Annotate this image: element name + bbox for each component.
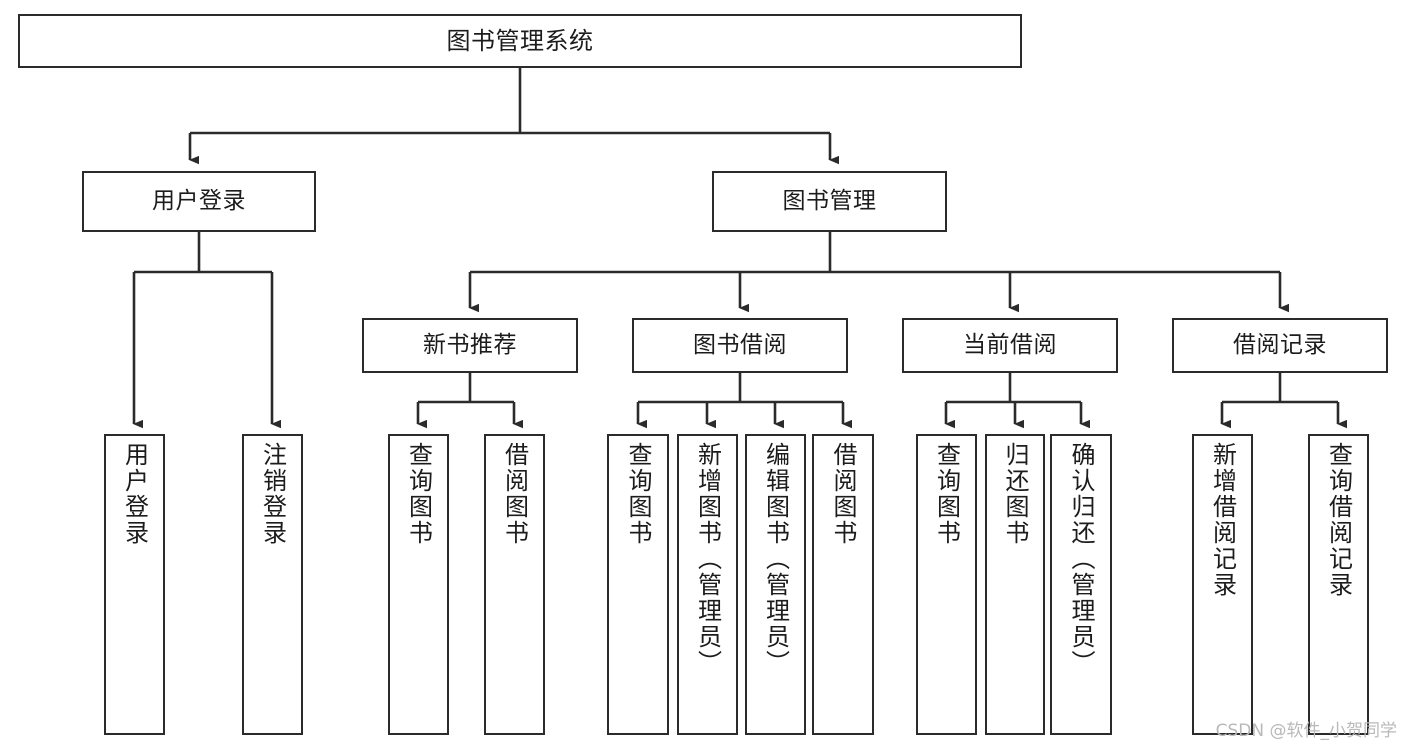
- node-book-borrow-label: 图书借阅: [693, 331, 787, 358]
- node-leaf-edit-book[interactable]: 编辑图书（管理员）: [745, 434, 806, 735]
- node-leaf-confirm-return[interactable]: 确认归还（管理员）: [1050, 434, 1112, 735]
- node-root-system-label: 图书管理系统: [446, 26, 594, 55]
- node-leaf-add-record[interactable]: 新增借阅记录: [1192, 434, 1253, 735]
- node-borrow-record[interactable]: 借阅记录: [1172, 318, 1388, 373]
- node-leaf-return-book[interactable]: 归还图书: [985, 434, 1045, 735]
- node-leaf-query-book-1[interactable]: 查询图书: [388, 434, 449, 735]
- node-leaf-query-record[interactable]: 查询借阅记录: [1308, 434, 1369, 735]
- node-leaf-add-record-label: 新增借阅记录: [1208, 442, 1237, 598]
- node-new-book-recommend-label: 新书推荐: [423, 331, 517, 358]
- node-leaf-query-book-3[interactable]: 查询图书: [916, 434, 977, 735]
- node-current-borrow[interactable]: 当前借阅: [902, 318, 1118, 373]
- node-leaf-query-book-3-label: 查询图书: [932, 442, 961, 546]
- node-leaf-add-book-label: 新增图书（管理员）: [693, 442, 722, 676]
- node-leaf-query-book-2-label: 查询图书: [624, 442, 652, 546]
- node-current-borrow-label: 当前借阅: [963, 331, 1057, 358]
- node-root-system[interactable]: 图书管理系统: [18, 14, 1022, 68]
- node-leaf-query-book-2[interactable]: 查询图书: [607, 434, 669, 735]
- node-leaf-add-book[interactable]: 新增图书（管理员）: [677, 434, 738, 735]
- csdn-watermark: CSDN @软件_小贺同学: [1215, 721, 1397, 741]
- node-leaf-user-login-label: 用户登录: [120, 442, 149, 546]
- node-leaf-return-book-label: 归还图书: [1001, 442, 1029, 546]
- node-leaf-query-book-1-label: 查询图书: [404, 442, 433, 546]
- node-leaf-borrow-book-1[interactable]: 借阅图书: [484, 434, 545, 735]
- node-leaf-borrow-book-2-label: 借阅图书: [829, 442, 857, 546]
- node-leaf-query-record-label: 查询借阅记录: [1324, 442, 1353, 598]
- node-leaf-logout-login[interactable]: 注销登录: [242, 434, 303, 735]
- node-leaf-borrow-book-2[interactable]: 借阅图书: [812, 434, 874, 735]
- node-book-manage-label: 图书管理: [782, 187, 877, 214]
- node-leaf-logout-login-label: 注销登录: [258, 442, 287, 546]
- node-user-login-label: 用户登录: [152, 187, 246, 214]
- node-new-book-recommend[interactable]: 新书推荐: [362, 318, 578, 373]
- node-leaf-edit-book-label: 编辑图书（管理员）: [761, 442, 790, 676]
- node-user-login[interactable]: 用户登录: [82, 171, 316, 232]
- node-book-borrow[interactable]: 图书借阅: [632, 318, 848, 373]
- node-leaf-user-login[interactable]: 用户登录: [104, 434, 165, 735]
- node-book-manage[interactable]: 图书管理: [712, 171, 947, 232]
- node-leaf-confirm-return-label: 确认归还（管理员）: [1067, 442, 1095, 676]
- node-leaf-borrow-book-1-label: 借阅图书: [500, 442, 529, 546]
- node-borrow-record-label: 借阅记录: [1233, 331, 1327, 358]
